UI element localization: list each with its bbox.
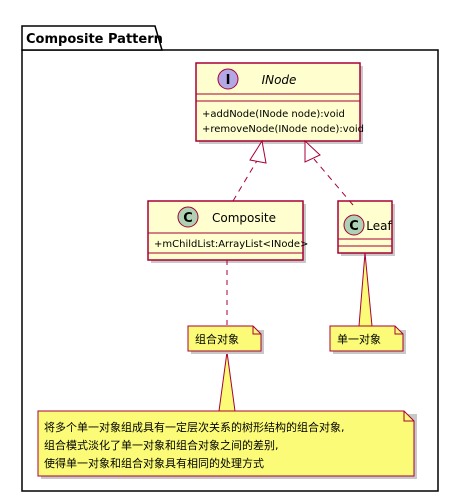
note-fold — [394, 326, 403, 335]
package-tab — [21, 25, 163, 51]
inode-stereotype: I — [226, 73, 231, 88]
package-title: Composite Pattern — [26, 32, 163, 47]
class-icon — [177, 206, 199, 228]
class-composite[interactable]: C Composite +mChildList:ArrayList<INode> — [147, 200, 308, 261]
composite-stereotype: C — [183, 211, 193, 226]
note-summary: 将多个单一对象组成具有一定层次关系的树形结构的组合对象, 组合模式淡化了单一对象… — [37, 410, 415, 477]
dashed-line — [232, 158, 259, 202]
inode-method-remove: +removeNode(INode node):void — [202, 124, 364, 135]
realization-composite-inode — [232, 139, 267, 202]
leaf-name: Leaf — [366, 219, 392, 233]
class-leaf[interactable]: C Leaf — [337, 200, 393, 254]
note-leaf: 单一对象 — [329, 325, 404, 352]
note-body — [37, 410, 415, 477]
class-icon — [343, 214, 365, 236]
realization-leaf-inode — [304, 139, 354, 206]
summary-line-2: 组合模式淡化了单一对象和组合对象之间的差别, — [44, 438, 279, 452]
leaf-note-text: 单一对象 — [337, 332, 381, 346]
note-composite: 组合对象 — [187, 325, 262, 352]
composite-box — [147, 200, 304, 261]
class-inode[interactable]: I INode +addNode(INode node):void +remov… — [195, 62, 364, 142]
composite-field-childlist: +mChildList:ArrayList<INode> — [154, 239, 308, 250]
composite-note-text: 组合对象 — [195, 332, 239, 346]
hollow-triangle-arrow — [249, 139, 267, 164]
inode-name: INode — [262, 73, 297, 87]
note-fold — [403, 411, 414, 422]
summary-line-3: 使得单一对象和组合对象具有相同的处理方式 — [44, 456, 264, 470]
note-body — [187, 325, 262, 352]
leaf-stereotype: C — [349, 219, 359, 234]
hollow-triangle-arrow — [304, 139, 321, 163]
interface-icon — [217, 68, 239, 90]
note-body — [329, 325, 404, 352]
note-fold — [252, 326, 261, 335]
summary-line-1: 将多个单一对象组成具有一定层次关系的树形结构的组合对象, — [44, 420, 345, 434]
composite-name: Composite — [212, 211, 276, 225]
inode-method-add: +addNode(INode node):void — [202, 109, 345, 120]
